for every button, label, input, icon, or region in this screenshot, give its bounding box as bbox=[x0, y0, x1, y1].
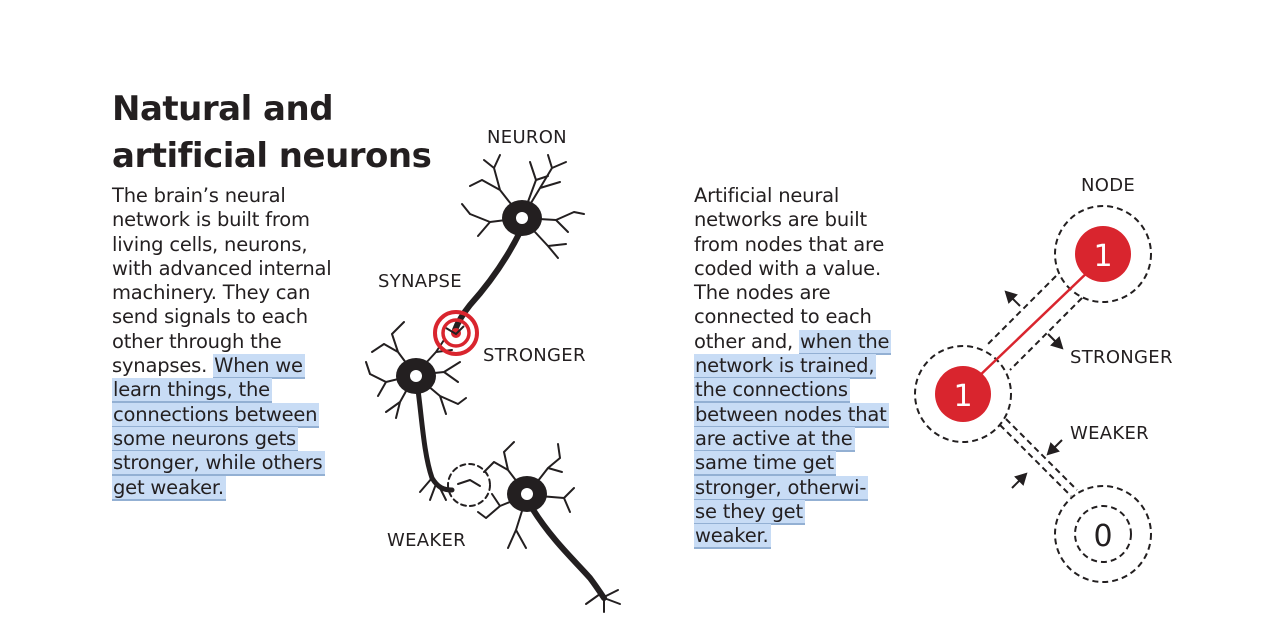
text-line: some neurons gets bbox=[112, 426, 331, 452]
top-node-value: 1 bbox=[1093, 239, 1112, 274]
text-line: get weaker. bbox=[112, 475, 331, 501]
neuron-label: NEURON bbox=[487, 127, 567, 148]
text-line: stronger, otherwi- bbox=[694, 475, 891, 501]
text-line: same time get bbox=[694, 451, 891, 477]
node-label: NODE bbox=[1081, 175, 1136, 196]
plain-text: from nodes that are bbox=[694, 232, 885, 256]
highlighted-text: When we bbox=[213, 354, 305, 380]
text-line: The nodes are bbox=[694, 281, 891, 305]
bottom-node-inner-ring bbox=[1074, 505, 1132, 563]
highlighted-text: weaker. bbox=[694, 524, 771, 550]
text-line: network is trained, bbox=[694, 354, 891, 380]
stronger-arrow-out-upper bbox=[1004, 290, 1021, 307]
plain-text: The nodes are bbox=[694, 281, 831, 305]
plain-text: machinery. They can bbox=[112, 281, 311, 305]
plain-text: networks are built bbox=[694, 208, 867, 232]
node-stronger-label: STRONGER bbox=[1070, 347, 1173, 368]
text-line: network is built from bbox=[112, 208, 331, 232]
middle-node-ring bbox=[914, 345, 1012, 443]
text-line: stronger, while others bbox=[112, 451, 331, 477]
text-line: networks are built bbox=[694, 208, 891, 232]
highlighted-text: stronger, otherwi- bbox=[694, 475, 869, 501]
title-line-2: artificial neurons bbox=[112, 136, 432, 176]
highlighted-text: the connections bbox=[694, 378, 850, 404]
weaker-arrow-in-upper bbox=[1046, 439, 1063, 456]
plain-text: send signals to each bbox=[112, 305, 308, 329]
text-line: learn things, the bbox=[112, 378, 331, 404]
neuron-weaker-label: WEAKER bbox=[387, 530, 466, 551]
highlighted-text: when the bbox=[799, 329, 892, 355]
text-line: coded with a value. bbox=[694, 257, 891, 281]
middle-neuron bbox=[365, 321, 467, 419]
text-line: The brain’s neural bbox=[112, 184, 331, 208]
neuron-stronger-label: STRONGER bbox=[483, 345, 586, 366]
strong-synapse-target bbox=[433, 310, 479, 356]
highlighted-text: are active at the bbox=[694, 426, 855, 452]
top-node bbox=[1075, 226, 1131, 282]
text-line: between nodes that bbox=[694, 402, 891, 428]
middle-node bbox=[935, 366, 991, 422]
text-line: living cells, neurons, bbox=[112, 233, 331, 257]
text-line: synapses. When we bbox=[112, 354, 331, 380]
node-weaker-label: WEAKER bbox=[1070, 423, 1149, 444]
plain-text: other and, bbox=[694, 329, 800, 353]
plain-text: coded with a value. bbox=[694, 256, 881, 280]
plain-text: network is built from bbox=[112, 208, 310, 232]
text-line: machinery. They can bbox=[112, 281, 331, 305]
synapse-label: SYNAPSE bbox=[378, 271, 462, 292]
highlighted-text: network is trained, bbox=[694, 354, 877, 380]
text-line: connections between bbox=[112, 402, 331, 428]
highlighted-text: get weaker. bbox=[112, 475, 226, 501]
bottom-node-ring bbox=[1054, 485, 1152, 583]
text-line: other through the bbox=[112, 330, 331, 354]
top-neuron-axon bbox=[452, 229, 523, 333]
text-line: are active at the bbox=[694, 426, 891, 452]
strong-connection-line bbox=[974, 267, 1093, 381]
highlighted-text: se they get bbox=[694, 499, 805, 525]
plain-text: connected to each bbox=[694, 305, 872, 329]
highlighted-text: same time get bbox=[694, 451, 836, 477]
middle-node-value: 1 bbox=[953, 379, 972, 414]
weak-connection-lines bbox=[999, 418, 1078, 497]
plain-text: with advanced internal bbox=[112, 256, 332, 280]
text-line: weaker. bbox=[694, 524, 891, 550]
highlighted-text: learn things, the bbox=[112, 378, 272, 404]
plain-text: synapses. bbox=[112, 354, 214, 378]
bottom-node-value: 0 bbox=[1093, 519, 1112, 554]
strong-connection-tube bbox=[985, 275, 1083, 371]
highlighted-text: connections between bbox=[112, 402, 320, 428]
highlighted-text: stronger, while others bbox=[112, 451, 325, 477]
plain-text: The brain’s neural bbox=[112, 184, 286, 207]
plain-text: Artificial neural bbox=[694, 184, 840, 207]
text-line: other and, when the bbox=[694, 329, 892, 355]
text-line: the connections bbox=[694, 378, 891, 404]
title-line-1: Natural and bbox=[112, 89, 334, 129]
text-line: send signals to each bbox=[112, 305, 331, 329]
text-line: Artificial neural bbox=[694, 184, 891, 208]
bottom-neuron-axon bbox=[529, 505, 607, 601]
plain-text: living cells, neurons, bbox=[112, 232, 308, 256]
highlighted-text: some neurons gets bbox=[112, 426, 299, 452]
weaker-arrow-in-lower bbox=[1011, 472, 1028, 489]
text-line: from nodes that are bbox=[694, 233, 891, 257]
page-title: Natural and artificial neurons bbox=[112, 86, 442, 180]
text-line: with advanced internal bbox=[112, 256, 332, 281]
plain-text: other through the bbox=[112, 329, 282, 353]
stronger-arrow-out-lower bbox=[1047, 333, 1064, 350]
text-line: connected to each bbox=[694, 305, 891, 329]
text-line: se they get bbox=[694, 499, 891, 525]
highlighted-text: between nodes that bbox=[694, 402, 889, 428]
weak-synapse-circle bbox=[447, 463, 491, 507]
top-node-ring bbox=[1054, 205, 1152, 303]
